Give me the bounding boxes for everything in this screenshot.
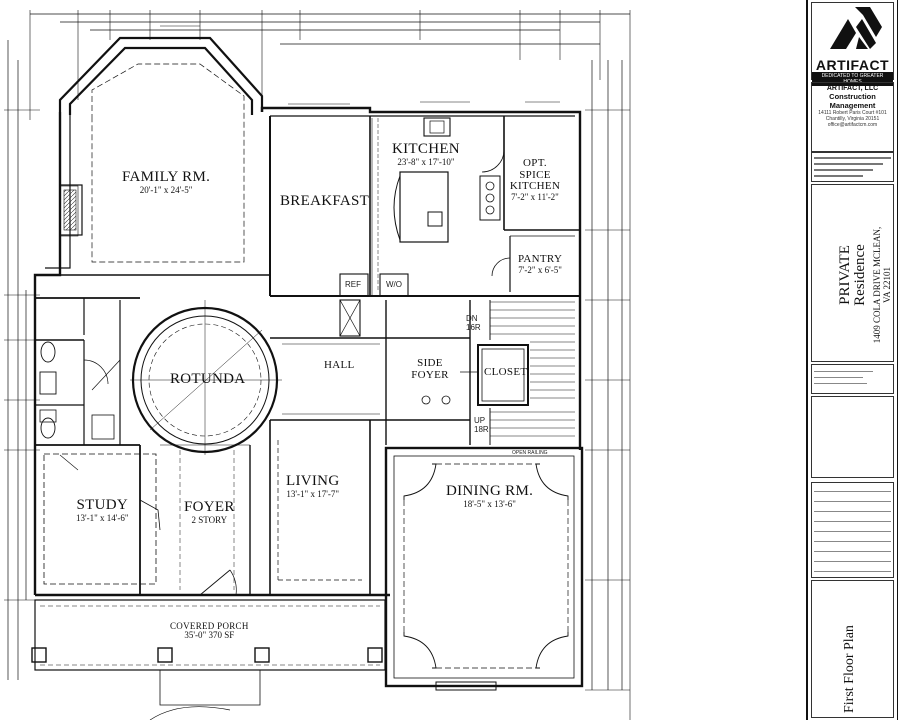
room-rotunda-name: ROTUNDA (170, 371, 246, 387)
room-side-foyer: SIDE FOYER (410, 357, 450, 381)
room-family-dims: 20'-1" x 24'-5" (139, 184, 193, 195)
project-name: PRIVATE Residence (837, 244, 868, 306)
tag-open-railing: OPEN RAILING (512, 450, 548, 456)
stamp-area (811, 396, 894, 478)
left-dimension-lines (4, 40, 40, 680)
room-porch-name: COVERED PORCH (170, 621, 249, 631)
room-foyer-name: FOYER (184, 499, 235, 515)
room-closet: CLOSET (484, 366, 528, 379)
lavatory (39, 371, 57, 395)
room-dining-name: DINING RM. (446, 483, 534, 499)
room-closet-name: CLOSET (484, 366, 528, 378)
room-pantry: PANTRY 7'-2" x 6'-5" (518, 253, 563, 275)
tag-dn: DN 16R (466, 314, 481, 332)
stair-treads (490, 301, 575, 437)
room-rotunda: ROTUNDA (170, 371, 246, 388)
sheet-title: First Floor Plan (842, 625, 857, 713)
room-hall-name: HALL (324, 359, 355, 371)
floor-plan: FAMILY RM. 20'-1" x 24'-5" BREAKFAST KIT… (4, 10, 631, 720)
tag-up: UP 18R (474, 416, 489, 434)
dining-room-walls (384, 446, 584, 688)
room-living-dims: 13'-1" x 17'-7" (286, 488, 340, 499)
logo-wordmark: ARTIFACT (815, 57, 890, 73)
room-dining: DINING RM. 18'-5" x 13'-6" (446, 483, 534, 509)
exterior-walls (33, 106, 582, 597)
company-address-2: Chantilly, Virginia 20151 (825, 116, 880, 122)
covered-porch (31, 599, 386, 720)
room-dining-dims: 18'-5" x 13'-6" (463, 498, 516, 509)
room-side-foyer-name: SIDE FOYER (411, 357, 449, 381)
room-study-dims: 13'-1" x 14'-6" (76, 512, 129, 523)
room-spice-dims: 7'-2" x 11'-2" (511, 191, 559, 202)
room-pantry-dims: 7'-2" x 6'-5" (518, 264, 562, 275)
room-foyer-note: 2 STORY (191, 514, 228, 525)
right-dimension-lines (585, 60, 630, 691)
room-living: LIVING 13'-1" x 17'-7" (286, 473, 340, 499)
room-spice-name: OPT. SPICE KITCHEN (509, 157, 561, 193)
top-dimension-lines (29, 10, 631, 720)
company-email: office@artifactcm.com (827, 122, 878, 128)
cooktop (479, 175, 501, 221)
project-info: PRIVATE Residence 1409 COLA DRIVE MCLEAN… (811, 184, 894, 362)
copyright-notice (811, 152, 894, 182)
company-address-1: 14111 Robert Paris Court #101 (818, 110, 887, 116)
room-breakfast: BREAKFAST (280, 193, 370, 210)
revisions-table (811, 482, 894, 578)
company-line-1: Construction (829, 92, 876, 101)
room-foyer: FOYER 2 STORY (184, 499, 235, 525)
title-block: ARTIFACT DEDICATED TO GREATER HOMES ARTI… (806, 0, 898, 720)
room-breakfast-name: BREAKFAST (280, 193, 370, 209)
room-living-name: LIVING (286, 473, 340, 489)
tag-ref: REF (345, 280, 361, 289)
room-kitchen-name: KITCHEN (392, 141, 460, 157)
room-porch: COVERED PORCH 35'-0" 370 SF (170, 621, 249, 641)
project-address: 1409 COLA DRIVE MCLEAN, VA 22101 (872, 226, 892, 344)
logo-box: ARTIFACT DEDICATED TO GREATER HOMES (811, 2, 894, 86)
sheet-title-box: First Floor Plan (811, 580, 894, 718)
kitchen-sink (423, 117, 451, 137)
company-name: ARTIFACT, LLC (826, 85, 879, 92)
tag-wo: W/O (386, 280, 402, 289)
floor-plan-drawing (4, 10, 631, 720)
room-porch-dims: 35'-0" 370 SF (184, 630, 235, 641)
room-family-name: FAMILY RM. (122, 169, 211, 185)
room-kitchen-dims: 23'-8" x 17'-10" (397, 156, 455, 167)
room-spice-kitchen: OPT. SPICE KITCHEN 7'-2" x 11'-2" (508, 157, 562, 202)
company-info: ARTIFACT, LLC Construction Management 14… (811, 82, 894, 152)
engineer-info (811, 364, 894, 394)
room-study-name: STUDY (76, 497, 129, 513)
company-line-2: Management (829, 101, 876, 110)
room-study: STUDY 13'-1" x 14'-6" (76, 497, 129, 523)
room-pantry-name: PANTRY (518, 253, 563, 265)
prep-sink (427, 211, 443, 227)
toilet (40, 341, 56, 363)
room-family: FAMILY RM. 20'-1" x 24'-5" (122, 169, 211, 195)
kitchen-island (399, 171, 449, 243)
artifact-logo-icon (830, 7, 882, 49)
room-kitchen: KITCHEN 23'-8" x 17'-10" (392, 141, 460, 167)
family-room-walls (58, 36, 264, 115)
room-hall: HALL (324, 359, 355, 372)
